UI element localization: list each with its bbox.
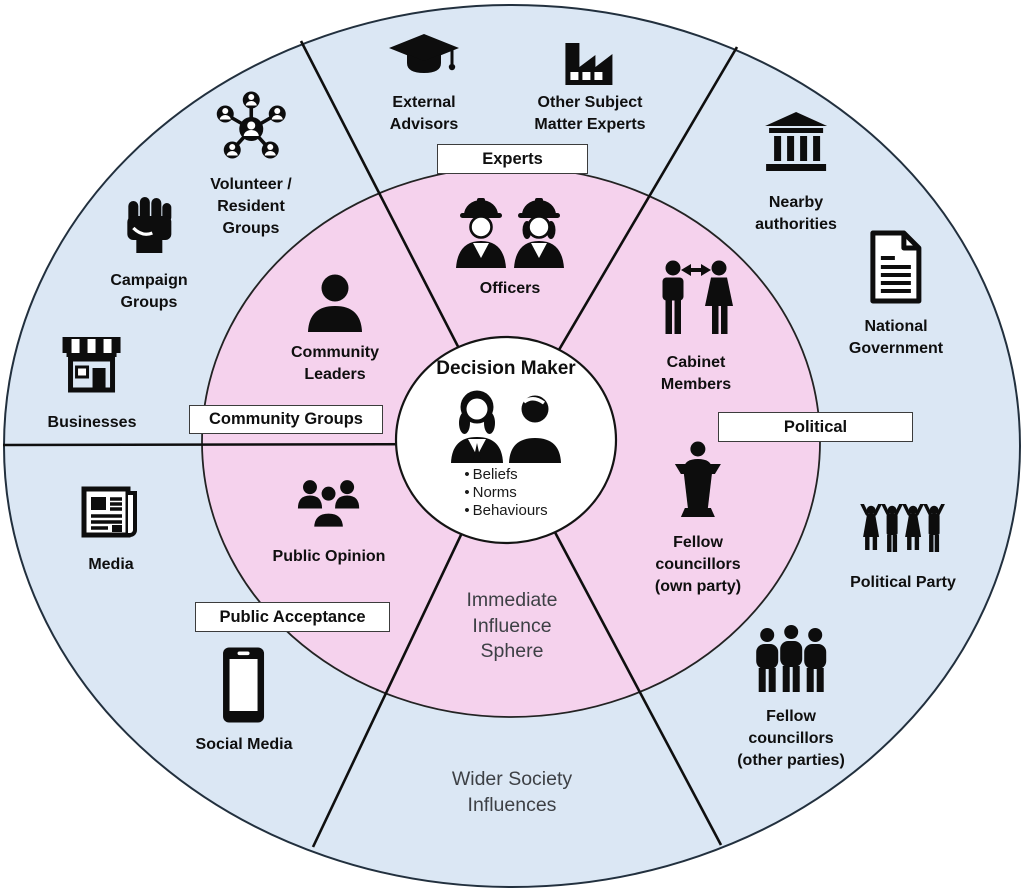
bullet-item: Beliefs bbox=[464, 466, 547, 484]
item-label: Nearby authorities bbox=[755, 194, 837, 233]
sector-label-community-groups: Community Groups bbox=[189, 405, 383, 434]
person-icon bbox=[308, 274, 362, 332]
sector-label-political: Political bbox=[718, 412, 913, 442]
outer-ring-label: Wider Society Influences bbox=[451, 768, 573, 816]
outer-item-national-government: National Government bbox=[849, 230, 943, 360]
storefront-icon bbox=[63, 337, 121, 393]
construction-workers-icon bbox=[456, 198, 564, 268]
outer-item-political-party: Political Party bbox=[850, 504, 956, 594]
outer-item-fellow-councillors-other: Fellow councillors (other parties) bbox=[737, 624, 845, 772]
item-label: Community Leaders bbox=[291, 344, 379, 383]
factory-icon bbox=[565, 43, 612, 85]
outer-item-media: Media bbox=[80, 480, 142, 576]
inner-item-public-opinion: Public Opinion bbox=[272, 476, 386, 568]
podium-speaker-icon bbox=[675, 441, 721, 517]
bullet-item: Norms bbox=[464, 484, 547, 502]
outer-item-volunteer-groups: Volunteer / Resident Groups bbox=[210, 90, 292, 240]
man-arrow-woman-icon bbox=[662, 260, 733, 334]
graduation-cap-icon bbox=[389, 34, 459, 73]
outer-item-nearby-authorities: Nearby authorities bbox=[755, 112, 837, 236]
item-label: Public Opinion bbox=[272, 548, 386, 565]
newspaper-icon bbox=[81, 486, 137, 538]
bank-building-icon bbox=[764, 112, 827, 171]
item-label: Campaign Groups bbox=[110, 272, 188, 311]
people-network-icon bbox=[216, 91, 286, 159]
inner-ring-label: Immediate Influence Sphere bbox=[466, 589, 558, 662]
outer-item-social-media: Social Media bbox=[195, 646, 293, 756]
item-label: Fellow councillors (other parties) bbox=[737, 708, 845, 769]
outer-item-campaign-groups: Campaign Groups bbox=[110, 196, 188, 314]
outer-item-businesses: Businesses bbox=[47, 336, 137, 434]
item-label: Officers bbox=[479, 280, 541, 297]
item-label: National Government bbox=[848, 318, 944, 357]
sector-label-public-acceptance: Public Acceptance bbox=[195, 602, 390, 632]
inner-item-fellow-councillors-own: Fellow councillors (own party) bbox=[655, 440, 741, 598]
smartphone-icon bbox=[223, 647, 265, 723]
decision-maker-bullets: Beliefs Norms Behaviours bbox=[464, 466, 548, 520]
outer-item-external-advisors: External Advisors bbox=[388, 34, 460, 136]
item-label: Volunteer / Resident Groups bbox=[210, 176, 292, 237]
decision-maker-core: Decision Maker Beliefs Norms Behaviours bbox=[396, 337, 616, 520]
item-label: Cabinet Members bbox=[660, 354, 732, 393]
item-label: Political Party bbox=[850, 574, 956, 591]
item-label: Businesses bbox=[47, 414, 137, 431]
inner-item-community-leaders: Community Leaders bbox=[291, 272, 379, 386]
document-icon bbox=[870, 230, 922, 304]
three-people-icon bbox=[755, 625, 826, 692]
outer-item-other-experts: Other Subject Matter Experts bbox=[534, 40, 646, 136]
item-label: Social Media bbox=[195, 736, 293, 753]
inner-item-officers: Officers bbox=[451, 190, 569, 300]
item-label: Fellow councillors (own party) bbox=[654, 534, 742, 595]
item-label: Other Subject Matter Experts bbox=[534, 94, 646, 133]
item-label: External Advisors bbox=[389, 94, 459, 133]
raised-fist-icon bbox=[127, 197, 171, 253]
sector-label-experts: Experts bbox=[437, 144, 588, 174]
cheering-crowd-icon bbox=[860, 504, 945, 552]
bullet-item: Behaviours bbox=[464, 502, 548, 520]
center-circle bbox=[394, 335, 618, 545]
people-group-icon bbox=[298, 480, 360, 528]
item-label: Media bbox=[88, 556, 134, 573]
decision-maker-title: Decision Maker bbox=[436, 358, 576, 379]
inner-item-cabinet-members: Cabinet Members bbox=[653, 260, 739, 396]
decision-makers-icon bbox=[451, 390, 561, 463]
